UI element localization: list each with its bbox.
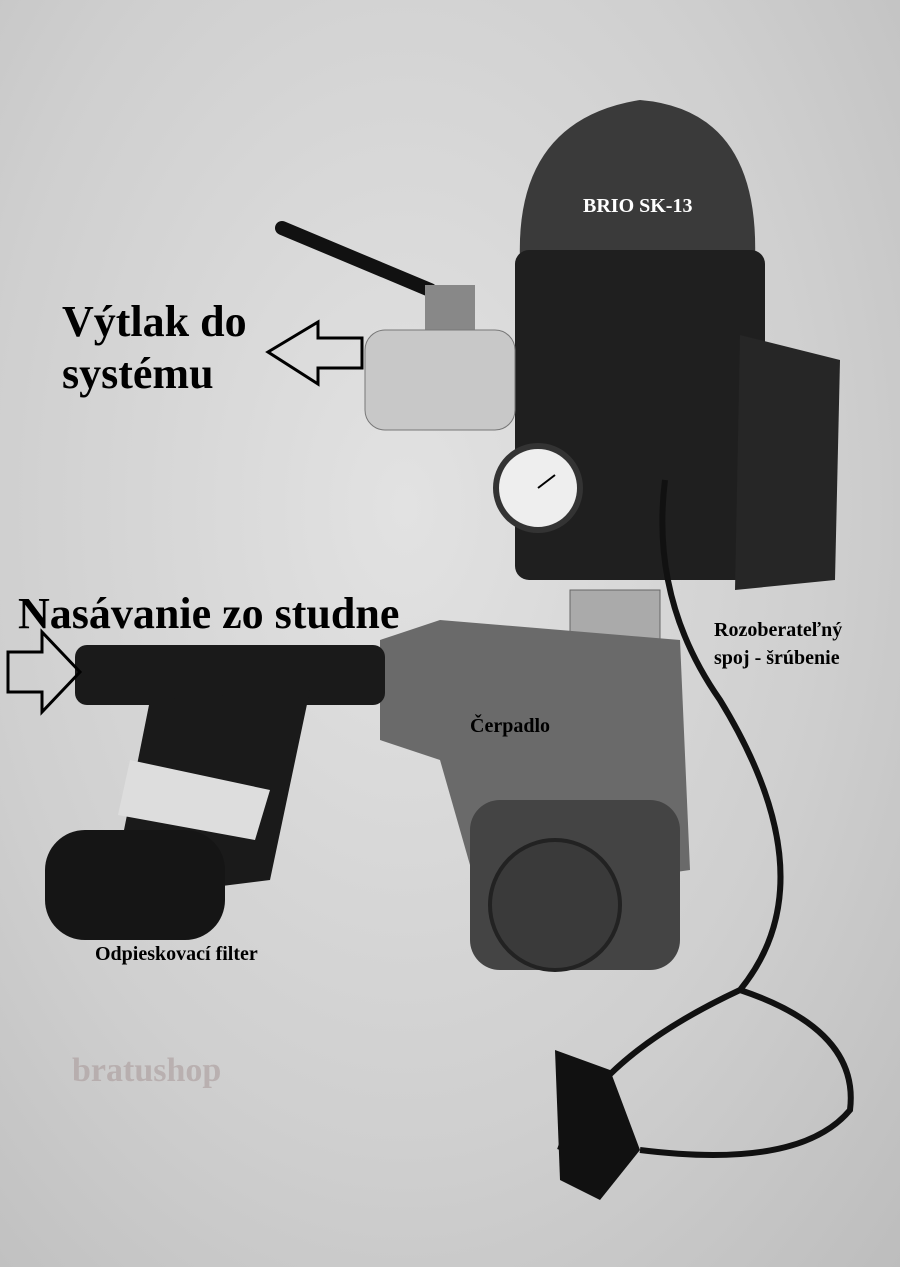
inlet-arrow-icon <box>6 628 83 716</box>
pump-label: Čerpadlo <box>470 715 550 737</box>
gauge-needle <box>537 474 556 489</box>
controller-dome <box>519 100 756 260</box>
ball-valve <box>364 329 516 431</box>
union-label-line1: Rozoberateľný <box>714 619 843 641</box>
inlet-label: Nasávanie zo studne <box>18 589 400 638</box>
pump-end-cap <box>488 838 622 972</box>
filter-label: Odpieskovací filter <box>95 943 258 965</box>
power-plug <box>555 1050 640 1200</box>
controller-label: BRIO SK-13 <box>583 195 693 217</box>
watermark: bratushop <box>72 1052 222 1089</box>
valve-handle <box>275 221 437 297</box>
filter-label-sticker <box>118 760 270 840</box>
filter-bowl <box>45 830 225 940</box>
outlet-arrow-icon <box>265 319 364 387</box>
valve-stem <box>425 285 475 335</box>
controller-side-box <box>735 335 840 590</box>
union-label-line2: spoj - šrúbenie <box>714 647 840 669</box>
power-cable <box>557 479 854 1158</box>
outlet-label-line1: Výtlak do <box>62 297 247 346</box>
outlet-label-line2: systému <box>62 349 214 398</box>
inlet-pipe <box>75 645 385 705</box>
